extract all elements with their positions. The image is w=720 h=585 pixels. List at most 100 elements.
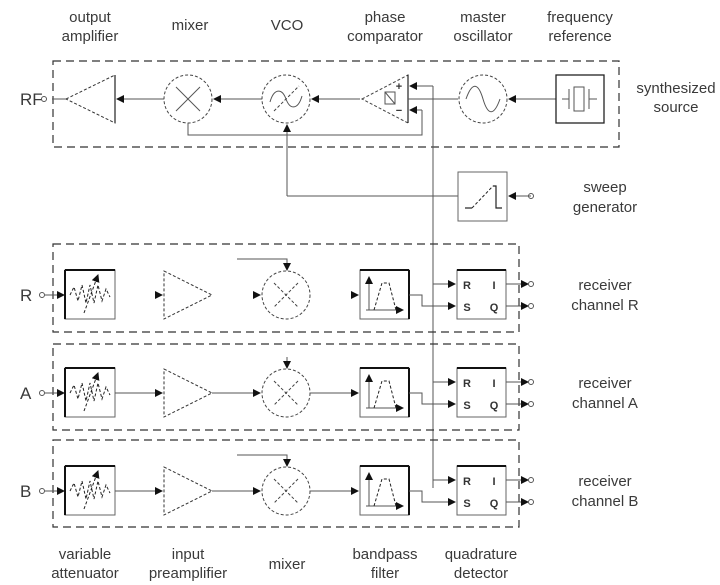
label-master-oscillator: master oscillator bbox=[453, 9, 512, 45]
sweep-input-port[interactable] bbox=[528, 193, 534, 199]
output-port-a-i[interactable] bbox=[528, 379, 534, 385]
variable-attenuator-icon bbox=[64, 465, 116, 516]
mixer-a-icon bbox=[261, 368, 311, 418]
label-receiver-channel-a: receiver channel A bbox=[572, 375, 638, 412]
port-label-r: R bbox=[20, 286, 32, 305]
svg-text:frequency: frequency bbox=[547, 9, 613, 26]
svg-text:I: I bbox=[492, 378, 495, 390]
svg-text:preamplifier: preamplifier bbox=[149, 565, 227, 582]
port-label-b: B bbox=[20, 482, 31, 501]
label-mixer-bottom: mixer bbox=[269, 556, 306, 573]
output-port-a-q[interactable] bbox=[528, 401, 534, 407]
output-port-r-q[interactable] bbox=[528, 303, 534, 309]
svg-text:receiver: receiver bbox=[578, 277, 631, 294]
svg-text:receiver: receiver bbox=[578, 375, 631, 392]
svg-text:R: R bbox=[463, 378, 471, 390]
svg-text:generator: generator bbox=[573, 199, 637, 216]
input-preamplifier-icon bbox=[163, 368, 214, 418]
svg-text:S: S bbox=[463, 498, 470, 510]
input-port-a[interactable] bbox=[39, 390, 45, 396]
mixer-synth-icon bbox=[163, 74, 213, 124]
svg-text:Q: Q bbox=[490, 498, 499, 510]
label-phase-comparator: phase comparator bbox=[347, 9, 423, 45]
svg-text:variable: variable bbox=[59, 546, 112, 563]
svg-text:−: − bbox=[396, 105, 402, 117]
output-amplifier-icon bbox=[64, 74, 116, 124]
svg-text:R: R bbox=[463, 476, 471, 488]
svg-text:detector: detector bbox=[454, 565, 508, 582]
sweep-generator-icon bbox=[457, 171, 508, 222]
label-mixer-top: mixer bbox=[172, 17, 209, 34]
svg-text:attenuator: attenuator bbox=[51, 565, 119, 582]
input-port-r[interactable] bbox=[39, 292, 45, 298]
svg-text:bandpass: bandpass bbox=[352, 546, 417, 563]
svg-text:phase: phase bbox=[365, 9, 406, 26]
svg-text:I: I bbox=[492, 476, 495, 488]
label-frequency-reference: frequency reference bbox=[547, 9, 613, 45]
svg-text:synthesized: synthesized bbox=[636, 80, 715, 97]
svg-text:source: source bbox=[653, 99, 698, 116]
master-oscillator-icon bbox=[458, 74, 508, 124]
port-label-a: A bbox=[20, 384, 32, 403]
svg-text:master: master bbox=[460, 9, 506, 26]
output-port-r-i[interactable] bbox=[528, 281, 534, 287]
quadrature-detector-r: RS IQ bbox=[456, 269, 507, 320]
synthesized-source-boundary bbox=[52, 60, 620, 148]
port-label-rf: RF bbox=[20, 90, 43, 109]
variable-attenuator-icon bbox=[64, 269, 116, 320]
label-input-preamplifier: input preamplifier bbox=[149, 546, 227, 582]
vco-icon bbox=[261, 74, 311, 124]
svg-text:output: output bbox=[69, 9, 112, 26]
channel-b-boundary bbox=[52, 439, 520, 528]
channel-a-boundary bbox=[52, 343, 520, 431]
svg-text:R: R bbox=[463, 280, 471, 292]
bandpass-filter-icon bbox=[359, 367, 410, 418]
svg-text:Q: Q bbox=[490, 400, 499, 412]
svg-text:quadrature: quadrature bbox=[445, 546, 518, 563]
input-preamplifier-icon bbox=[163, 270, 214, 320]
svg-text:filter: filter bbox=[371, 565, 399, 582]
svg-text:channel B: channel B bbox=[572, 493, 639, 510]
label-receiver-channel-r: receiver channel R bbox=[571, 277, 639, 314]
input-preamplifier-icon bbox=[163, 466, 214, 516]
svg-text:S: S bbox=[463, 302, 470, 314]
output-port-b-i[interactable] bbox=[528, 477, 534, 483]
rf-port[interactable] bbox=[41, 96, 47, 102]
channel-r-boundary bbox=[52, 243, 520, 333]
label-bandpass-filter: bandpass filter bbox=[352, 546, 417, 582]
svg-text:input: input bbox=[172, 546, 205, 563]
svg-text:comparator: comparator bbox=[347, 28, 423, 45]
synth-source-boundary-left bbox=[53, 61, 257, 147]
svg-text:+: + bbox=[396, 81, 402, 93]
label-receiver-channel-b: receiver channel B bbox=[572, 473, 639, 510]
label-sweep-generator: sweep generator bbox=[573, 179, 637, 216]
quadrature-detector-b: RS IQ bbox=[456, 465, 507, 516]
svg-text:I: I bbox=[492, 280, 495, 292]
svg-text:Q: Q bbox=[490, 302, 499, 314]
svg-text:amplifier: amplifier bbox=[62, 28, 119, 45]
frequency-reference-icon bbox=[555, 74, 605, 124]
input-port-b[interactable] bbox=[39, 488, 45, 494]
label-vco: VCO bbox=[271, 17, 304, 34]
label-variable-attenuator: variable attenuator bbox=[51, 546, 119, 582]
svg-text:sweep: sweep bbox=[583, 179, 626, 196]
bandpass-filter-icon bbox=[359, 269, 410, 320]
label-output-amplifier: output amplifier bbox=[62, 9, 119, 45]
label-synthesized-source: synthesized source bbox=[636, 80, 715, 116]
svg-text:receiver: receiver bbox=[578, 473, 631, 490]
phase-comparator-icon: + − bbox=[360, 74, 409, 124]
bandpass-filter-icon bbox=[359, 465, 410, 516]
svg-text:channel R: channel R bbox=[571, 297, 639, 314]
svg-text:S: S bbox=[463, 400, 470, 412]
output-port-b-q[interactable] bbox=[528, 499, 534, 505]
variable-attenuator-icon bbox=[64, 367, 116, 418]
quadrature-detector-a: RS IQ bbox=[456, 367, 507, 418]
label-quadrature-detector: quadrature detector bbox=[445, 546, 518, 582]
svg-text:oscillator: oscillator bbox=[453, 28, 512, 45]
svg-text:channel A: channel A bbox=[572, 395, 638, 412]
svg-text:reference: reference bbox=[548, 28, 611, 45]
